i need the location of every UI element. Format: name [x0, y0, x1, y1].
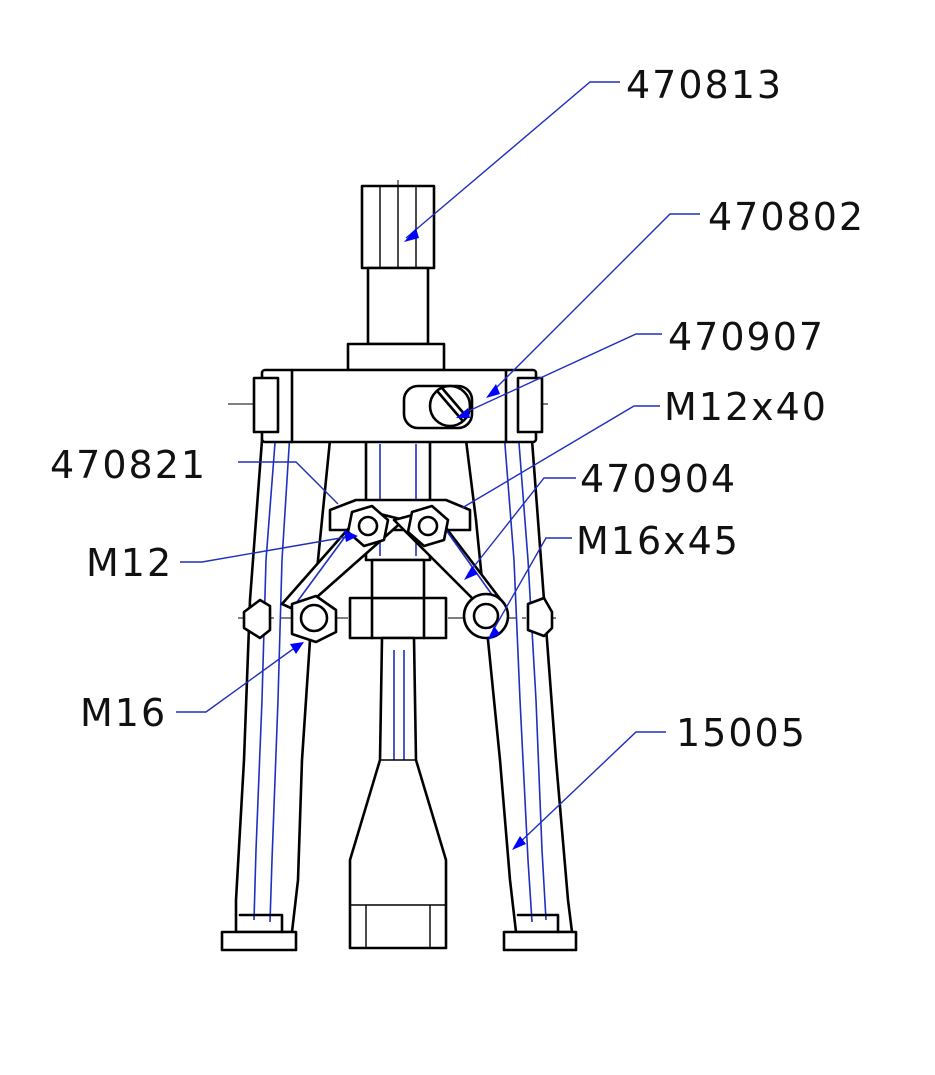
yoke [252, 368, 544, 444]
label-470904: 470904 [580, 457, 737, 501]
label-M16: M16 [80, 691, 167, 735]
leader-lines [176, 81, 700, 850]
part-labels: 470813 470802 470907 M12x40 470821 47090… [50, 63, 865, 755]
label-M12: M12 [86, 541, 173, 585]
right-leg [464, 370, 578, 952]
cross-block [348, 558, 448, 640]
label-470802: 470802 [708, 195, 865, 239]
label-470907: 470907 [668, 315, 825, 359]
label-470821: 470821 [50, 443, 207, 487]
label-15005: 15005 [676, 711, 807, 755]
label-M16x45: M16x45 [576, 519, 740, 563]
label-M12x40: M12x40 [664, 385, 828, 429]
lower-bolts [242, 592, 554, 644]
label-470813: 470813 [626, 63, 783, 107]
forcing-screw [348, 636, 448, 950]
